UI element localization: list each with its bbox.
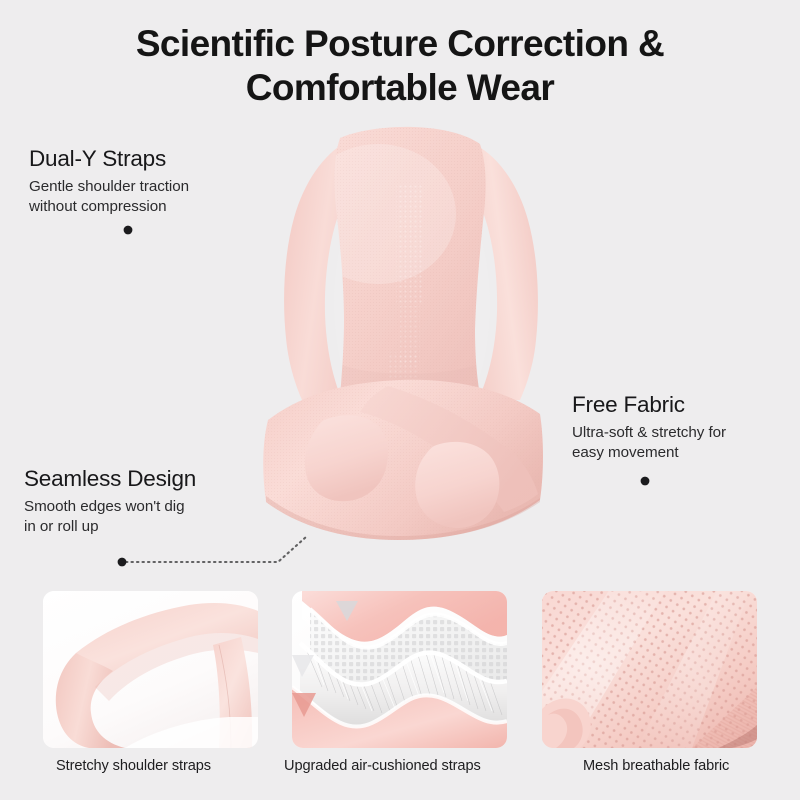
callout-seamless-design: Seamless Design Smooth edges won't dig i… [24,466,196,537]
page-title-line-2: Comfortable Wear [245,66,555,108]
velcro-pad-right [415,441,500,528]
velcro-pad-left [304,415,388,502]
page-title: Scientific Posture Correction & Comforta… [0,22,800,109]
feature-card-row [0,591,800,751]
waist-belt [263,379,543,540]
feature-image-shoulder-strap-loop [43,591,258,748]
page-title-line-1: Scientific Posture Correction & [135,23,665,64]
callout-dual-y-straps: Dual-Y Straps Gentle shoulder traction w… [29,146,189,217]
callout-body: Gentle shoulder traction without compres… [29,177,190,216]
feature-card-air-cushioned-straps[interactable] [292,591,507,748]
caption-stretchy-shoulder-straps: Stretchy shoulder straps [56,758,211,774]
caption-mesh-breathable-fabric: Mesh breathable fabric [583,758,730,774]
callout-heading: Free Fabric [572,392,685,417]
right-shoulder-strap [452,144,538,400]
callout-body: Ultra-soft & stretchy for easy movement [572,423,727,462]
feature-image-perforated-mesh-fabric [542,591,757,748]
product-image-posture-corrector [228,124,580,556]
feature-image-layered-material-cross-section [292,591,507,748]
feature-card-mesh-breathable-fabric[interactable] [542,591,757,748]
panel-texture [334,126,486,396]
feature-card-stretchy-shoulder-straps[interactable] [43,591,258,748]
callout-body: Smooth edges won't dig in or roll up [24,497,185,536]
callout-heading: Seamless Design [24,466,197,491]
callout-heading: Dual-Y Straps [29,146,167,171]
callout-free-fabric: Free Fabric Ultra-soft & stretchy for ea… [572,392,726,463]
product-illustration [263,126,543,540]
left-shoulder-strap [284,142,374,400]
caption-air-cushioned-straps: Upgraded air-cushioned straps [284,758,481,774]
feature-caption-row: Stretchy shoulder straps Upgraded air-cu… [0,758,800,788]
